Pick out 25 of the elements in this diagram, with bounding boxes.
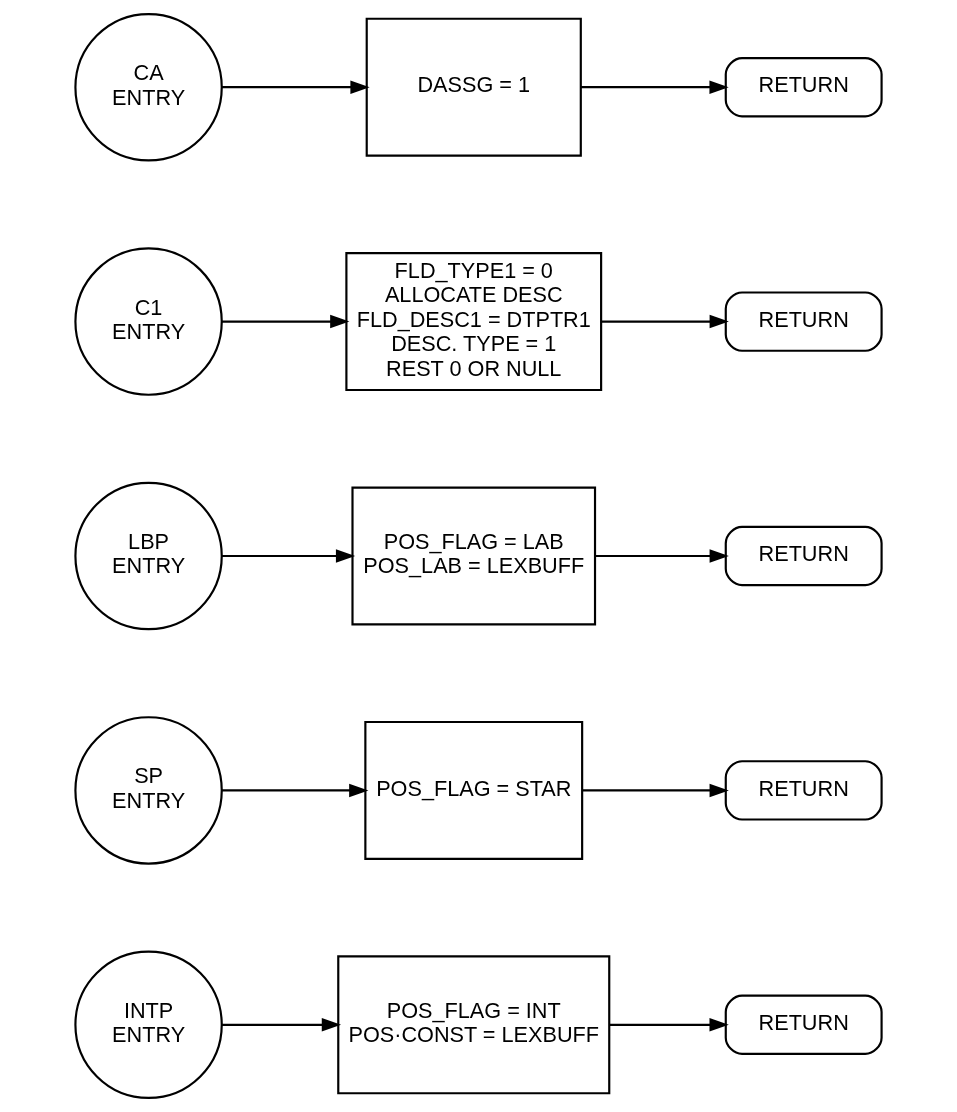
arrow <box>221 314 350 329</box>
arrow <box>221 1018 342 1032</box>
node-box: FLD_TYPE1 = 0 ALLOCATE DESC FLD_DESC1 = DTPTR1 DESC. TYPE = 1 REST 0 OR NULL <box>345 252 603 392</box>
node-box: RETURN <box>724 994 883 1055</box>
node-circle: CA ENTRY <box>74 12 223 162</box>
node-circle: LBP ENTRY <box>74 481 223 631</box>
node-box: POS_FLAG = INT POS·CONST = LEXBUFF <box>337 955 611 1095</box>
node-circle: C1 ENTRY <box>74 247 223 396</box>
node-box: POS_FLAG = STAR <box>364 720 584 860</box>
arrow <box>580 80 729 94</box>
arrow <box>221 783 369 798</box>
node-circle: SP ENTRY <box>74 716 223 865</box>
node-box: RETURN <box>724 760 883 821</box>
arrow <box>595 549 729 563</box>
node-box: POS_FLAG = LAB POS_LAB = LEXBUFF <box>351 486 597 626</box>
arrow <box>601 314 729 329</box>
node-box: RETURN <box>724 525 883 587</box>
node-box: RETURN <box>724 57 883 118</box>
node-circle: INTP ENTRY <box>74 950 223 1100</box>
node-box: DASSG = 1 <box>365 17 582 157</box>
arrow <box>221 549 356 563</box>
node-box: RETURN <box>724 291 883 352</box>
arrow <box>609 1018 729 1032</box>
arrow <box>221 80 370 94</box>
arrow <box>582 783 729 798</box>
